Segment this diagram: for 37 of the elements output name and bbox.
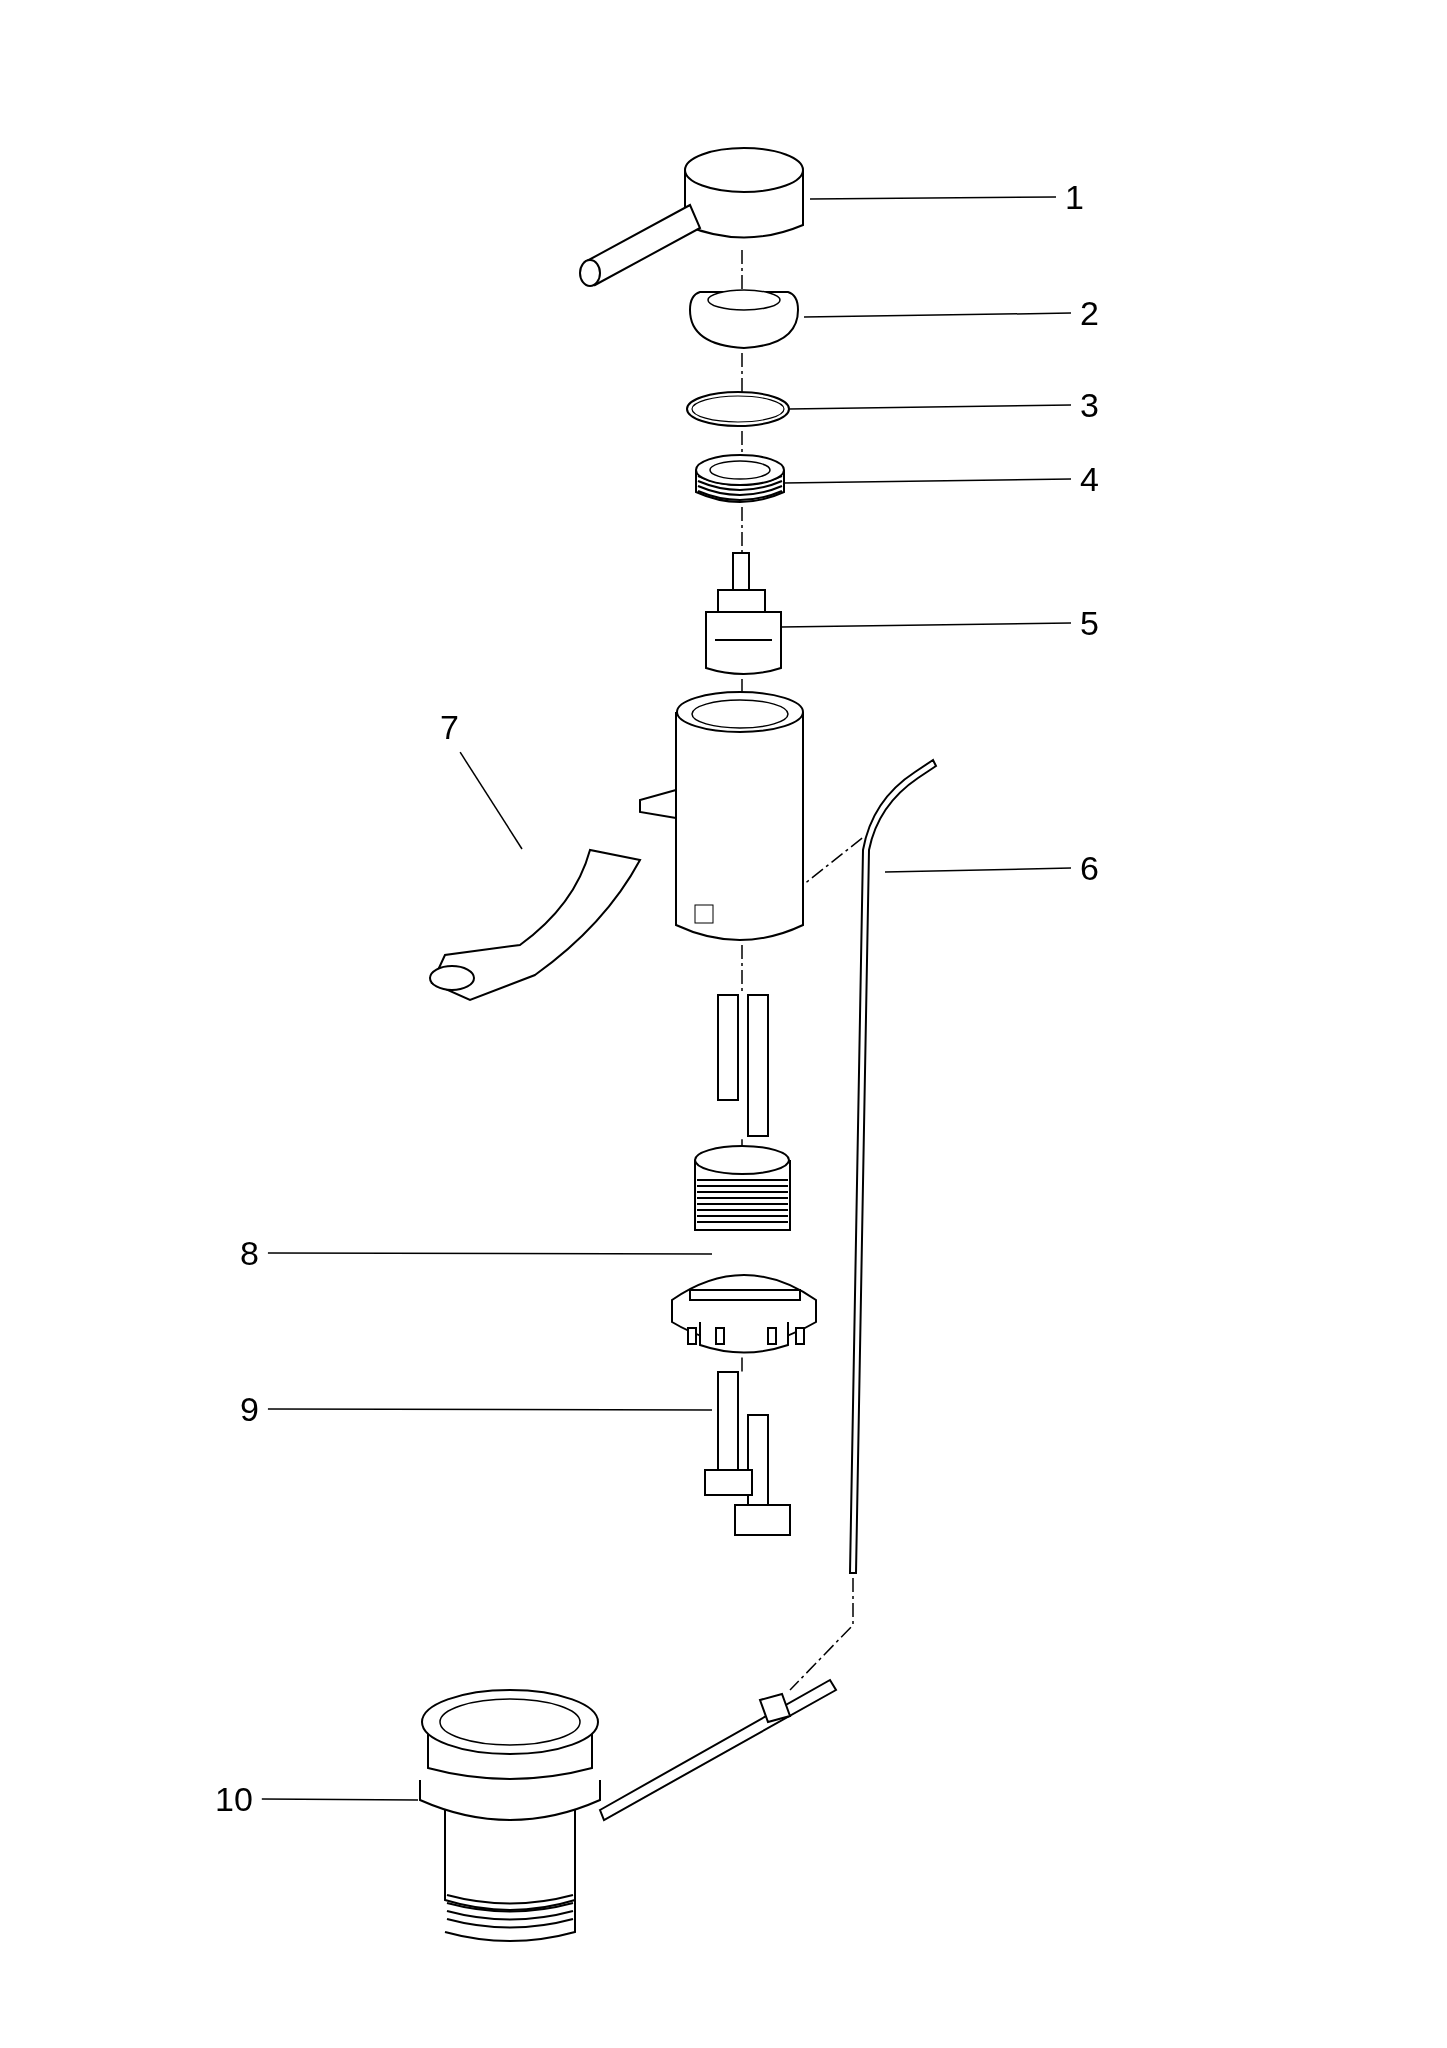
callout-number: 8 [240,1236,259,1270]
assembly-line [741,1356,743,1373]
leader-line [267,1252,713,1255]
spout-drawing [429,849,641,1001]
leader-line [267,1408,713,1411]
leader-line [783,478,1072,484]
callout-number: 6 [1080,851,1099,885]
cover-ring-drawing [689,289,799,349]
handle-drawing [579,147,804,287]
leader-line [884,867,1072,873]
assembly-line [741,678,743,693]
faucet-body-drawing [639,691,804,941]
assembly-line [741,506,743,554]
leader-line [809,196,1057,200]
assembly-line [789,1577,854,1691]
callout-number: 9 [240,1392,259,1426]
assembly-line [741,352,743,393]
callout-number: 10 [215,1782,253,1816]
leader-line [803,312,1072,318]
threaded-nut-drawing [695,454,785,503]
callout-number: 7 [440,710,459,744]
connection-hose-drawing [704,1371,791,1536]
callout-number: 1 [1065,180,1084,214]
callout-number: 4 [1080,462,1099,496]
assembly-line [741,1138,743,1147]
leader-line [261,1798,419,1801]
waste-valve-drawing [419,1678,838,1942]
callout-number: 5 [1080,606,1099,640]
callout-number: 3 [1080,388,1099,422]
callout-number: 2 [1080,296,1099,330]
mounting-set-drawing [671,1145,817,1354]
leader-line [459,751,523,850]
supply-hose-drawing [717,994,769,1137]
pull-rod-drawing [849,759,937,1574]
leader-line [788,404,1072,410]
o-ring-drawing [686,391,790,427]
cartridge-drawing [705,552,782,675]
